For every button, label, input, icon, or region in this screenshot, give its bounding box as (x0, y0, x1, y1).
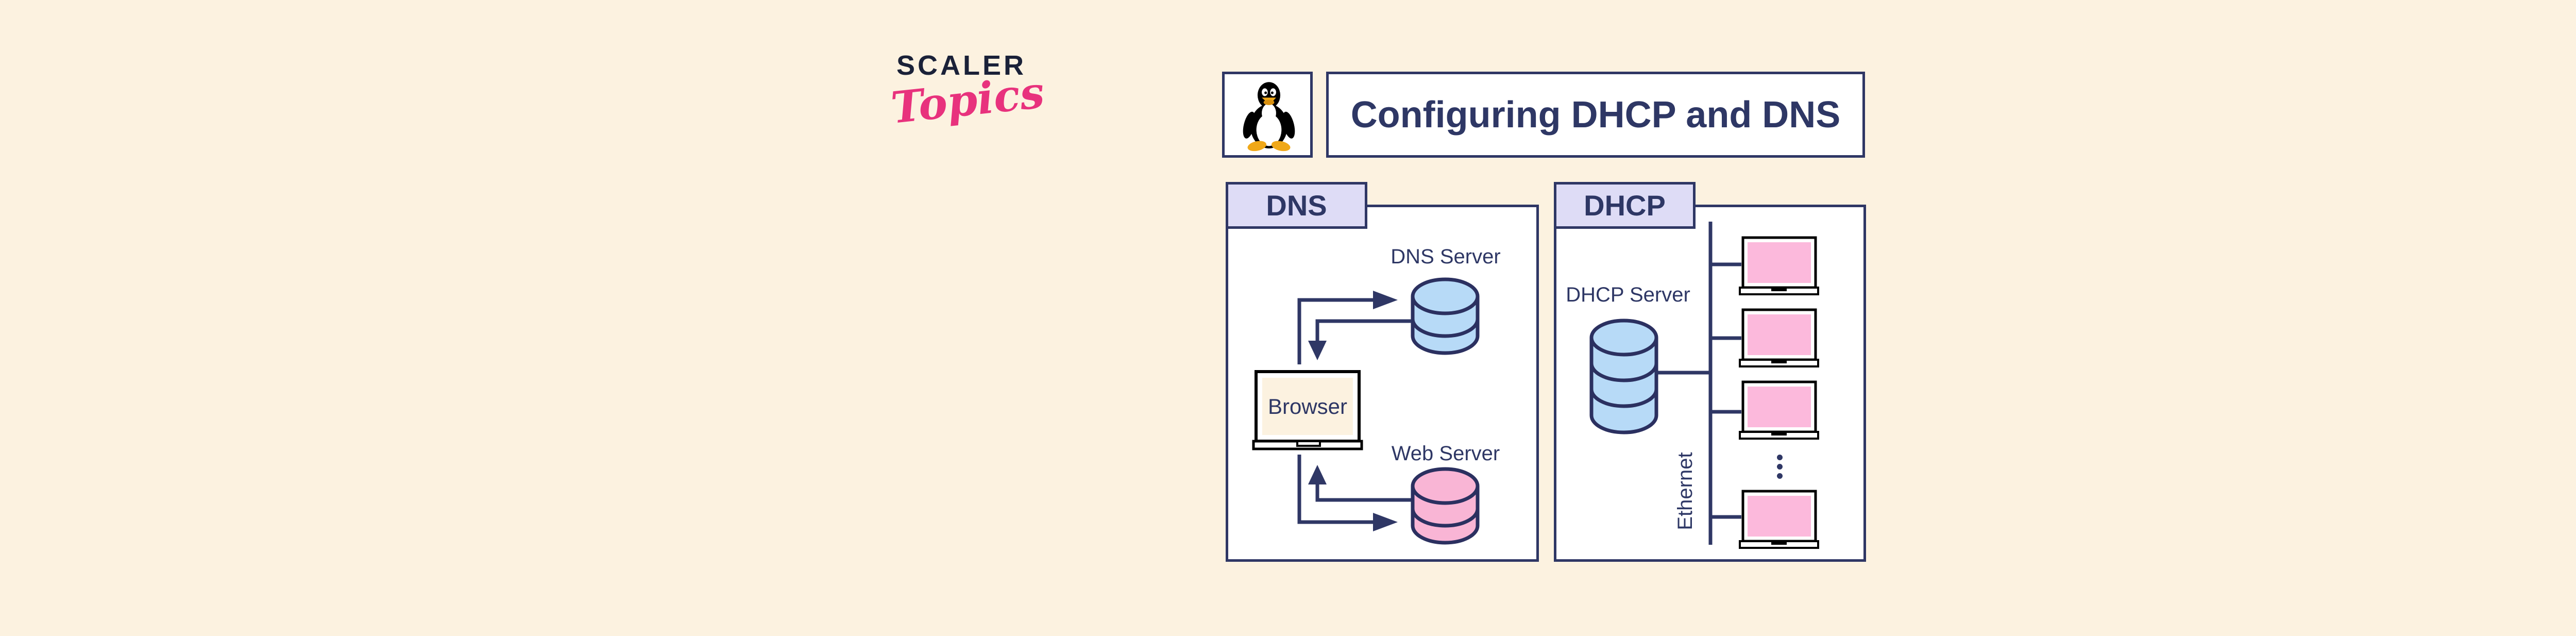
dns-tab: DNS (1226, 182, 1367, 229)
tux-penguin-icon (1243, 82, 1295, 152)
vertical-ellipsis (1777, 455, 1783, 479)
dns-server-label: DNS Server (1391, 245, 1501, 268)
dns-server-database-icon (1411, 277, 1480, 355)
dns-tab-label: DNS (1266, 189, 1327, 222)
ethernet-bus-lines (1655, 222, 1741, 545)
client-laptop-icon-4 (1739, 490, 1819, 549)
arrowhead-right-web (1373, 513, 1398, 531)
ellipsis-dot (1777, 455, 1783, 460)
response-arrow-from-web (1315, 484, 1412, 502)
arrowhead-right-dns (1373, 291, 1398, 309)
dhcp-tab: DHCP (1554, 182, 1696, 229)
ellipsis-dot (1777, 464, 1783, 470)
web-server-database-icon (1411, 467, 1480, 545)
arrowhead-up-browser (1308, 465, 1327, 484)
dhcp-server-database-icon (1589, 319, 1658, 434)
ellipsis-dot (1777, 473, 1783, 479)
ethernet-label: Ethernet (1673, 452, 1697, 530)
response-arrow-from-dns (1315, 319, 1412, 341)
web-server-label: Web Server (1391, 442, 1500, 465)
browser-laptop-icon: Browser (1252, 369, 1363, 451)
tux-box (1222, 72, 1313, 158)
dhcp-server-label: DHCP Server (1566, 283, 1690, 306)
browser-label: Browser (1267, 394, 1348, 419)
dhcp-tab-label: DHCP (1584, 189, 1666, 222)
logo-scaler-text: SCALER (896, 50, 1027, 81)
page-title: Configuring DHCP and DNS (1350, 94, 1841, 136)
client-laptop-icon-3 (1739, 380, 1819, 440)
arrowhead-down-browser (1308, 341, 1327, 360)
dns-flow-arrows (1297, 291, 1412, 531)
client-laptop-icon-1 (1739, 236, 1819, 295)
title-box: Configuring DHCP and DNS (1326, 72, 1865, 158)
request-arrow-to-web (1297, 455, 1373, 524)
scaler-topics-logo: SCALER Topics (889, 49, 1047, 133)
client-laptop-icon-2 (1739, 308, 1819, 367)
request-arrow-to-dns (1297, 298, 1373, 364)
